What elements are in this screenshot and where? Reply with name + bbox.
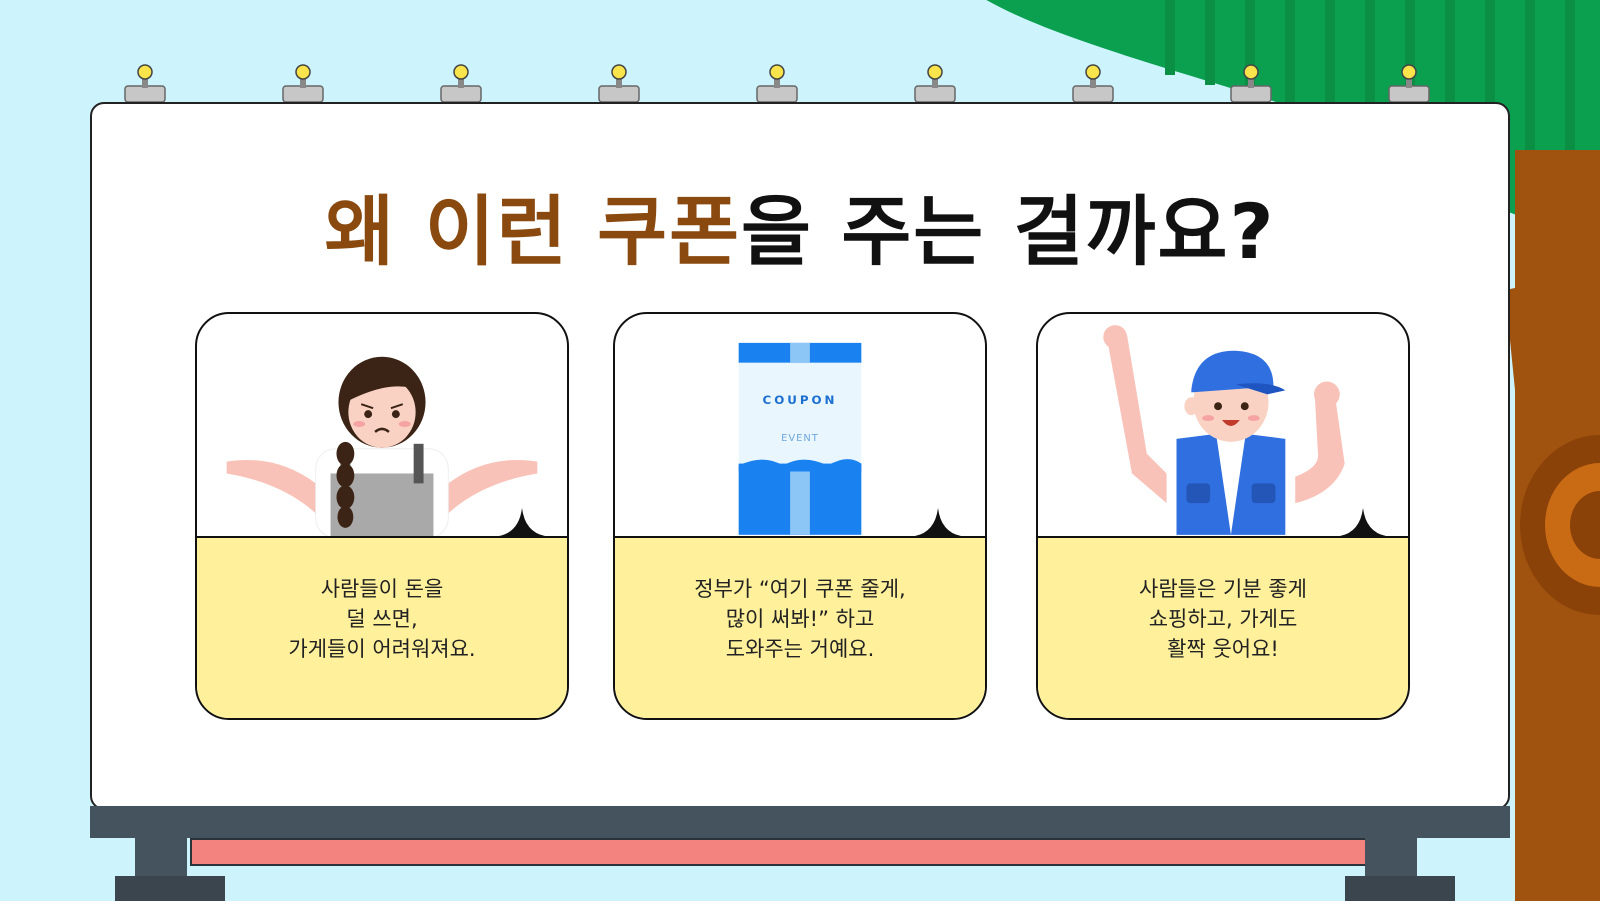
clip-icon	[756, 64, 798, 102]
clip-icon	[1072, 64, 1114, 102]
title-accent-2: 쿠폰	[597, 187, 741, 276]
caption-box-1: 사람들이 돈을 덜 쓰면, 가게들이 어려워져요.	[197, 536, 567, 718]
clip-icon	[914, 64, 956, 102]
caption-box-2: 정부가 “여기 쿠폰 줄게, 많이 써봐!” 하고 도와주는 거예요.	[615, 536, 985, 718]
happy-worker-icon	[1103, 325, 1345, 536]
clip-icon	[1388, 64, 1430, 102]
title-rest: 을 주는 걸까요?	[741, 187, 1276, 276]
worried-girl-icon	[226, 356, 538, 536]
billboard-base	[90, 806, 1510, 838]
info-card-3: 사람들은 기분 좋게 쇼핑하고, 가게도 활짝 웃어요!	[1036, 312, 1410, 720]
tree-trunk-icon	[1505, 150, 1600, 901]
card-3-caption: 사람들은 기분 좋게 쇼핑하고, 가게도 활짝 웃어요!	[1139, 577, 1307, 661]
clip-icon	[598, 64, 640, 102]
coupon-box-icon: COUPON EVENT	[738, 342, 862, 535]
coupon-label: COUPON	[763, 393, 838, 407]
title-accent-1: 왜 이런	[324, 187, 569, 276]
info-card-2: COUPON EVENT 정부가 “여기 쿠폰 줄게, 많이 써봐!” 하고 도…	[613, 312, 987, 720]
page-title: 왜 이런 쿠폰을 주는 걸까요?	[90, 170, 1510, 280]
caption-box-3: 사람들은 기분 좋게 쇼핑하고, 가게도 활짝 웃어요!	[1038, 536, 1408, 718]
clip-icon	[440, 64, 482, 102]
card-2-caption: 정부가 “여기 쿠폰 줄게, 많이 써봐!” 하고 도와주는 거예요.	[694, 577, 906, 661]
billboard-red-strip	[190, 838, 1410, 866]
card-1-caption: 사람들이 돈을 덜 쓰면, 가게들이 어려워져요.	[288, 577, 476, 661]
info-card-1: 사람들이 돈을 덜 쓰면, 가게들이 어려워져요.	[195, 312, 569, 720]
billboard-foot-right	[1345, 876, 1455, 901]
clip-icon	[282, 64, 324, 102]
event-label: EVENT	[781, 433, 819, 444]
clip-icon	[124, 64, 166, 102]
clip-icon	[1230, 64, 1272, 102]
billboard-foot-left	[115, 876, 225, 901]
